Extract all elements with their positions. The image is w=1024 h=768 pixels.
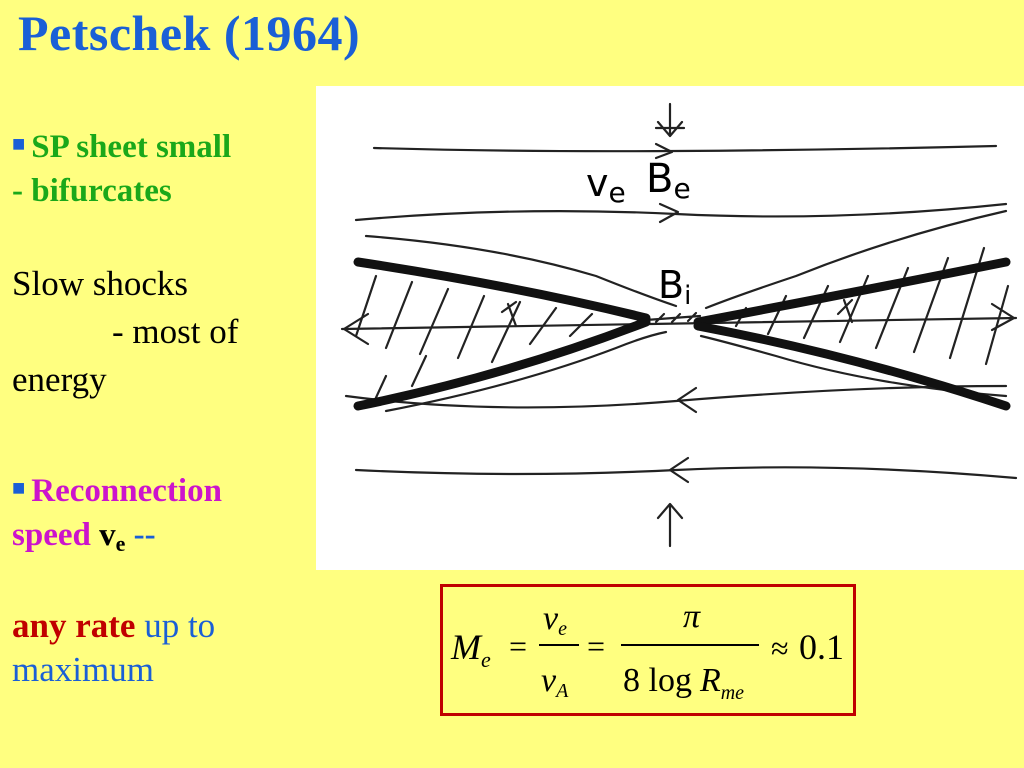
arrow-bottom [656, 502, 684, 548]
shock-upper-right [693, 257, 1011, 327]
slow-line3: energy [12, 360, 107, 399]
arrow-left-out [342, 312, 370, 346]
field-line [364, 234, 678, 308]
slide-title: Petschek (1964) [18, 5, 361, 61]
bullet2-word2: speed [12, 517, 91, 553]
label-Be: Be [646, 156, 691, 205]
label-ve: ve [586, 161, 626, 209]
formula-M: Me [450, 627, 491, 672]
petschek-sketch: ve Be Bi [316, 86, 1024, 570]
hatch [354, 274, 594, 404]
sketch-svg: ve Be Bi [340, 102, 1018, 548]
label-Bi: Bi [658, 263, 691, 311]
field-line [384, 330, 668, 413]
field-line [704, 209, 1008, 310]
arrow-right-top [654, 142, 674, 160]
formula-value: 0.1 [799, 627, 844, 667]
bullet-square-icon: ■ [12, 131, 26, 156]
formula-den1: vA [541, 662, 569, 702]
arrow-right-out [990, 302, 1016, 332]
slow-line1: Slow shocks [12, 264, 188, 303]
slow-line2: - most of [112, 312, 239, 351]
formula-eq1: = [509, 628, 527, 664]
field-line [372, 144, 998, 153]
current-sheet [644, 311, 702, 324]
formula-num1: ve [543, 600, 567, 640]
shock-upper-left [353, 257, 651, 323]
field-line [354, 466, 1018, 480]
formula-approx: ≈ [771, 630, 789, 666]
field-line [344, 384, 1008, 409]
arrow-right-mid [658, 202, 680, 224]
outflow-line [340, 316, 1018, 331]
arrow-left-mid [676, 386, 698, 414]
rate-line2: maximum [12, 650, 154, 689]
arrow-left-bottom [668, 456, 690, 484]
arrow-top [654, 102, 686, 138]
shock-lower-right [693, 321, 1011, 411]
field-line [354, 202, 1008, 222]
formula-num2: π [683, 598, 701, 635]
formula-eq2: = [587, 628, 605, 664]
bullet-reconnection: ■Reconnection speed ve -- [12, 466, 222, 566]
bullet1-line2: - bifurcates [12, 173, 172, 209]
rate-strong: any rate [12, 606, 136, 645]
slow-shocks-text: Slow shocks - most of energy [12, 260, 238, 404]
bullet2-v: ve [99, 517, 126, 556]
rate-text: any rate up to maximum [12, 604, 215, 692]
bullet2-dash: -- [133, 517, 156, 553]
bullet-sp-sheet: ■SP sheet small - bifurcates [12, 122, 231, 213]
bullet2-word1: Reconnection [31, 473, 222, 509]
bullet-square-icon: ■ [12, 475, 26, 500]
tick [500, 300, 518, 328]
rate-rest: up to [135, 606, 216, 645]
bullet1-line1: SP sheet small [31, 129, 232, 165]
shock-lower-left [353, 317, 651, 411]
